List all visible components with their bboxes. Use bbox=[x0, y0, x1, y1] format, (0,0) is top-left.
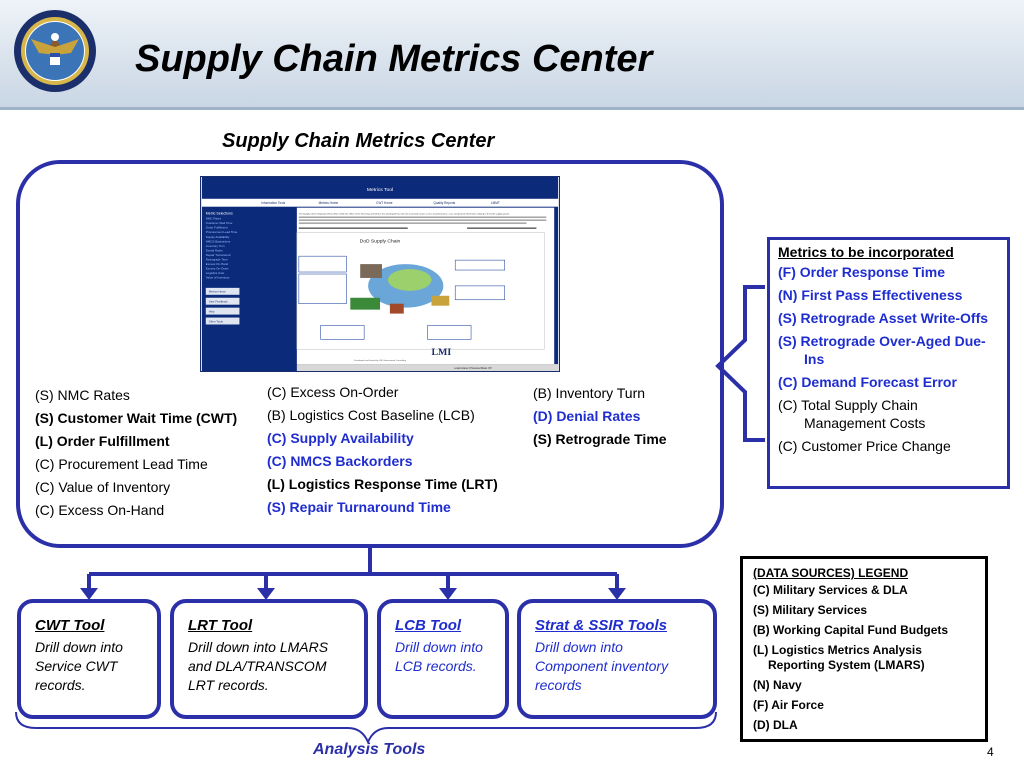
legend-item: (N) Navy bbox=[753, 678, 802, 692]
metric-item: (C) Supply Availability bbox=[267, 430, 414, 446]
screenshot-side-button[interactable] bbox=[205, 287, 240, 295]
screenshot-side-link[interactable]: Inventory Turn bbox=[206, 244, 225, 248]
screenshot-intro-text: The Supply Chain Integration (SCI) Offic… bbox=[299, 213, 510, 216]
incorporate-metric-item: (C) Customer Price Change bbox=[778, 438, 951, 454]
tool-title[interactable]: LRT Tool bbox=[188, 617, 253, 634]
metric-item: (D) Denial Rates bbox=[533, 408, 641, 424]
tool-description: Drill down into LCB records. bbox=[395, 639, 483, 674]
screenshot-side-link[interactable]: Supply Availability bbox=[206, 235, 230, 239]
screenshot-side-link[interactable]: Repair Turnaround bbox=[206, 253, 231, 257]
tool-title[interactable]: LCB Tool bbox=[395, 617, 462, 634]
legend-list: (C) Military Services & DLA (S) Military … bbox=[753, 583, 975, 733]
tool-title[interactable]: Strat & SSIR Tools bbox=[535, 617, 667, 634]
screenshot-side-link[interactable]: Retrograde Time bbox=[206, 258, 228, 262]
metrics-center-box bbox=[16, 160, 724, 548]
lmi-logo: LMI bbox=[431, 347, 451, 358]
analysis-tools-label: Analysis Tools bbox=[313, 741, 426, 758]
metrics-panel-list: (F) Order Response Time (N) First Pass Ef… bbox=[778, 263, 999, 455]
screenshot-intro-lines bbox=[298, 216, 547, 229]
screenshot-side-link[interactable]: Order Fulfillment bbox=[206, 226, 228, 230]
screenshot-nav-tab[interactable]: Information Tools bbox=[261, 201, 285, 205]
metrics-to-incorporate-panel: Metrics to be incorporated (F) Order Res… bbox=[767, 237, 1010, 489]
metric-item: (B) Logistics Cost Baseline (LCB) bbox=[267, 407, 475, 423]
metric-item: (C) Excess On-Hand bbox=[35, 502, 165, 518]
slide-title: Supply Chain Metrics Center bbox=[135, 38, 653, 80]
slide-header: Supply Chain Metrics Center bbox=[0, 0, 1024, 110]
screenshot-side-link[interactable]: Value of Inventory bbox=[206, 276, 230, 280]
screenshot-chain-title: DoD Supply Chain bbox=[360, 238, 401, 244]
screenshot-side-link[interactable]: Denial Rates bbox=[206, 248, 223, 252]
screenshot-side-link[interactable]: Procurement Lead Time bbox=[206, 230, 238, 234]
incorporate-metric-item: (S) Retrograde Asset Write-Offs bbox=[778, 310, 989, 326]
screenshot-side-link[interactable]: Customer Wait Time bbox=[206, 221, 233, 225]
screenshot-side-button-label[interactable]: User Feedback bbox=[209, 300, 228, 304]
metric-item: (C) Excess On-Order bbox=[267, 384, 399, 400]
legend-item: (L) Logistics Metrics Analysis Reporting… bbox=[753, 643, 925, 672]
incorporate-metric-item: (C) Total Supply Chain Management Costs bbox=[778, 397, 926, 431]
screenshot-status-text: Local intranet | Protected Mode: Off bbox=[454, 367, 492, 370]
metrics-panel-heading: Metrics to be incorporated bbox=[778, 244, 954, 260]
screenshot-nav-tab[interactable]: LMMT bbox=[491, 201, 500, 205]
metric-item: (L) Logistics Response Time (LRT) bbox=[267, 476, 498, 492]
tool-description: Drill down into Component inventory reco… bbox=[535, 639, 669, 693]
incorporate-metric-item: (F) Order Response Time bbox=[778, 264, 946, 280]
incorporate-metric-item: (N) First Pass Effectiveness bbox=[778, 287, 963, 303]
screenshot-nav-tab[interactable]: CWT Home bbox=[376, 201, 393, 205]
screenshot-footer-text: Developed and hosted by LMI Government C… bbox=[354, 359, 407, 362]
screenshot-nav-tabs: Information Tools Metrics Home CWT Home Qua… bbox=[261, 201, 500, 205]
screenshot-side-link[interactable]: NMC Rates bbox=[206, 217, 222, 221]
screenshot-side-button[interactable] bbox=[205, 317, 240, 325]
metric-item: (S) NMC Rates bbox=[35, 387, 130, 403]
metric-item: (S) Repair Turnaround Time bbox=[267, 499, 451, 515]
metric-item: (C) Value of Inventory bbox=[35, 479, 171, 495]
legend-item: (S) Military Services bbox=[753, 603, 868, 617]
screenshot-window-title: Metrics Tool bbox=[367, 187, 393, 193]
screenshot-nav-tab[interactable]: Metrics Home bbox=[319, 201, 339, 205]
metric-item: (C) NMCS Backorders bbox=[267, 453, 413, 469]
legend-heading: (DATA SOURCES) LEGEND bbox=[753, 566, 909, 580]
metric-item: (S) Customer Wait Time (CWT) bbox=[35, 410, 238, 426]
screenshot-side-button-label[interactable]: Other Tools bbox=[209, 319, 224, 323]
screenshot-side-link[interactable]: NMCS Backorders bbox=[206, 239, 231, 243]
incorporate-metric-item: (S) Retrograde Over-Aged Due-Ins bbox=[778, 333, 986, 367]
page-number: 4 bbox=[987, 745, 994, 759]
metric-item: (S) Retrograde Time bbox=[533, 431, 667, 447]
screenshot-side-heading: Metric Selections bbox=[206, 212, 233, 216]
tool-title[interactable]: CWT Tool bbox=[35, 617, 105, 634]
legend-item: (F) Air Force bbox=[753, 698, 824, 712]
screenshot-side-button-label[interactable]: Metrics Home bbox=[209, 290, 227, 294]
incorporate-metric-item: (C) Demand Forecast Error bbox=[778, 374, 957, 390]
screenshot-side-button[interactable] bbox=[205, 307, 240, 315]
screenshot-side-link[interactable]: Logistics Cost bbox=[206, 271, 225, 275]
screenshot-side-link[interactable]: Excess On-Order bbox=[206, 267, 229, 271]
legend-item: (D) DLA bbox=[753, 718, 798, 732]
metrics-column-3: (B) Inventory Turn (D) Denial Rates (S) Re… bbox=[533, 382, 667, 451]
metric-item: (L) Order Fulfillment bbox=[35, 433, 170, 449]
metric-item: (B) Inventory Turn bbox=[533, 385, 646, 401]
metrics-column-2: (C) Excess On-Order (B) Logistics Cost Ba… bbox=[267, 381, 498, 519]
metrics-column-1: (S) NMC Rates (S) Customer Wait Time (CWT… bbox=[35, 384, 237, 522]
diagram-subtitle: Supply Chain Metrics Center bbox=[222, 130, 495, 152]
data-sources-legend: (DATA SOURCES) LEGEND (C) Military Servi… bbox=[740, 556, 988, 742]
dod-seal-icon bbox=[14, 10, 96, 92]
legend-item: (C) Military Services & DLA bbox=[753, 583, 908, 597]
screenshot-nav-tab[interactable]: Quality Reports bbox=[433, 201, 455, 205]
metric-item: (C) Procurement Lead Time bbox=[35, 456, 208, 472]
tool-description: Drill down into LMARS and DLA/TRANSCOM L… bbox=[188, 639, 329, 693]
legend-item: (B) Working Capital Fund Budgets bbox=[753, 623, 949, 637]
screenshot-side-link[interactable]: Excess On-Hand bbox=[206, 262, 229, 266]
tool-description: Drill down into Service CWT records. bbox=[35, 639, 123, 693]
screenshot-side-button[interactable] bbox=[205, 297, 240, 305]
screenshot-side-button-label[interactable]: Help bbox=[209, 309, 215, 313]
